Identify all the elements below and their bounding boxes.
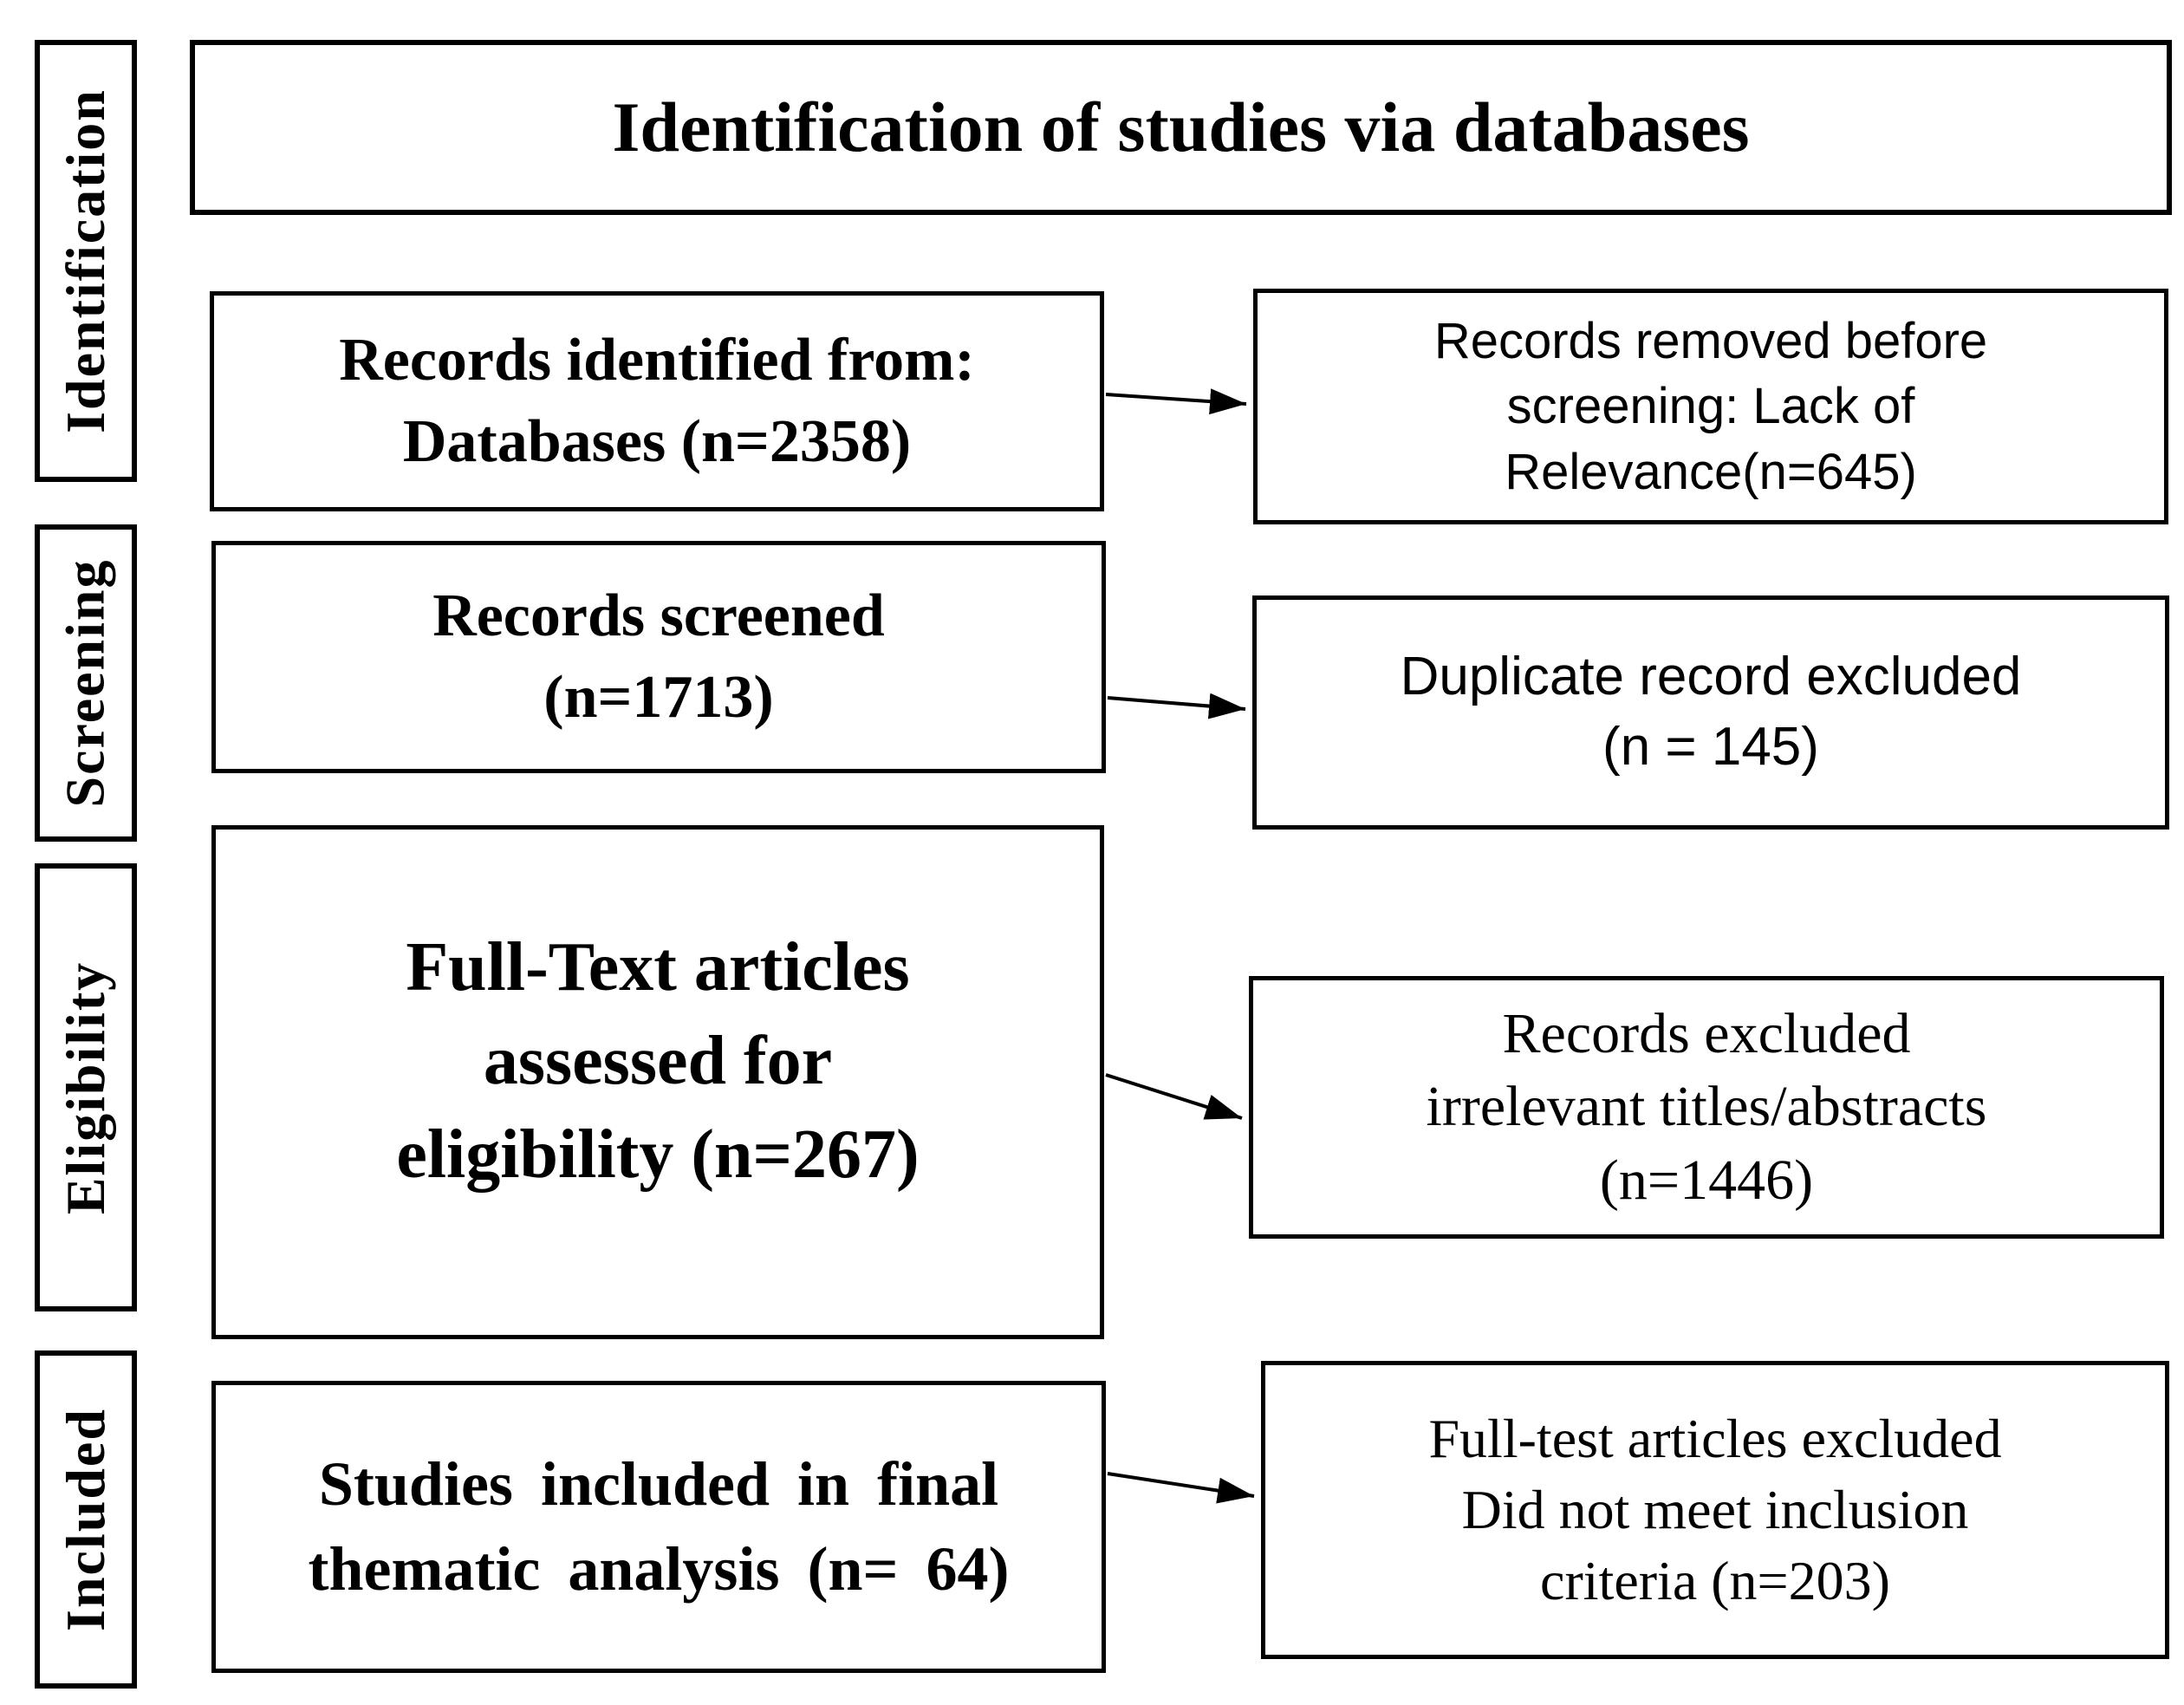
arrow-included-to-fulltext-excluded [1107,1472,1255,1504]
text-line: Relevance(n=645) [1505,443,1917,500]
title-box: Identification of studies via databases [190,40,2172,215]
process-box-records-screened: Records screened (n=1713) [211,541,1106,773]
exclusion-box-removed-before-screening: Records removed before screening: Lack o… [1253,289,2168,524]
text-line: (n=1446) [1599,1148,1814,1212]
text-line: Records removed before [1433,312,1988,369]
arrow-identified-to-removed [1105,388,1247,415]
text-line: Records excluded [1502,1001,1911,1065]
stage-label-screening: Screening [35,524,137,842]
exclusion-box-duplicates-excluded: Duplicate record excluded (n = 145) [1252,595,2169,830]
stage-label-text: Included [55,1408,116,1631]
diagram-title: Identification of studies via databases [612,88,1750,166]
stage-label-identification: Identification [35,40,137,482]
text-line: Full-test articles excluded [1428,1408,2002,1470]
text-line: Records screened [432,582,885,649]
text-line: Duplicate record excluded [1400,647,2022,707]
process-box-fulltext-assessed: Full-Text articles assessed for eligibil… [211,825,1104,1339]
text-line: screening: Lack of [1506,378,1915,435]
stage-label-text: Eligibility [55,960,116,1214]
text-line: Records identified from: [339,326,975,394]
text-line: Full-Text articles [406,928,910,1005]
text-line: Studies included in final [318,1449,999,1520]
stage-label-eligibility: Eligibility [35,863,137,1311]
arrow-screened-to-duplicates [1107,693,1246,719]
text-line: Databases (n=2358) [402,408,912,475]
stage-label-included: Included [35,1350,137,1689]
exclusion-box-fulltext-excluded: Full-test articles excluded Did not meet… [1261,1361,2169,1659]
text-line: eligibility (n=267) [396,1116,920,1193]
stage-label-text: Identification [55,88,116,433]
text-line: criteria (n=203) [1540,1549,1890,1611]
arrow-assessed-to-excluded [1105,1073,1243,1120]
text-line: (n=1713) [543,664,774,731]
text-line: irrelevant titles/abstracts [1426,1075,1987,1139]
text-line: Did not meet inclusion [1461,1479,1969,1541]
exclusion-box-records-excluded-irrelevant: Records excluded irrelevant titles/abstr… [1249,976,2164,1239]
text-line: assessed for [483,1022,833,1099]
stage-label-text: Screening [55,558,116,808]
text-line: thematic analysis (n= 64) [308,1533,1010,1604]
text-line: (n = 145) [1602,717,1819,777]
process-box-records-identified: Records identified from: Databases (n=23… [210,291,1104,511]
process-box-studies-included: Studies included in final thematic analy… [211,1381,1106,1673]
